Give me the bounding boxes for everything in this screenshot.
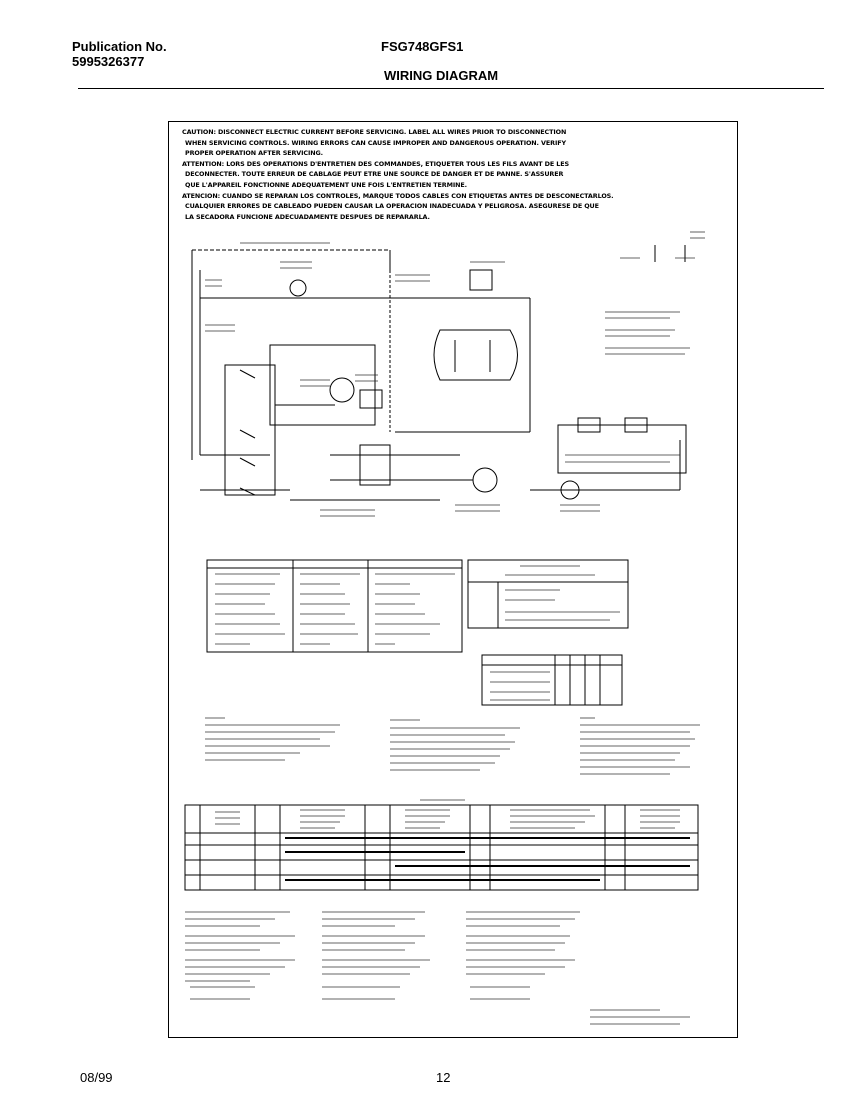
caution-line: ATENCION: CUANDO SE REPARAN LOS CONTROLE… — [182, 191, 614, 200]
caution-line: WHEN SERVICING CONTROLS. WIRING ERRORS C… — [185, 138, 567, 147]
publication-number: 5995326377 — [72, 54, 145, 69]
caution-line: CUALQUIER ERRORES DE CABLEADO PUEDEN CAU… — [185, 202, 599, 211]
header-divider — [78, 88, 824, 89]
caution-block: CAUTION: DISCONNECT ELECTRIC CURRENT BEF… — [182, 127, 722, 222]
caution-line: PROPER OPERATION AFTER SERVICING. — [185, 149, 324, 158]
caution-line: DECONNECTER. TOUTE ERREUR DE CABLAGE PEU… — [185, 170, 564, 179]
footer-date: 08/99 — [80, 1070, 113, 1085]
diagram-frame — [168, 121, 738, 1038]
caution-line: QUE L'APPAREIL FONCTIONNE ADEQUATEMENT U… — [185, 180, 467, 189]
caution-line: CAUTION: DISCONNECT ELECTRIC CURRENT BEF… — [182, 128, 567, 136]
caution-line: LA SECADORA FUNCIONE ADECUADAMENTE DESPU… — [185, 212, 430, 221]
caution-line: ATTENTION: LORS DES OPERATIONS D'ENTRETI… — [182, 159, 570, 168]
page-number: 12 — [436, 1070, 451, 1085]
publication-label: Publication No. — [72, 39, 167, 54]
model-number: FSG748GFS1 — [381, 39, 464, 54]
page-title: WIRING DIAGRAM — [384, 68, 499, 83]
